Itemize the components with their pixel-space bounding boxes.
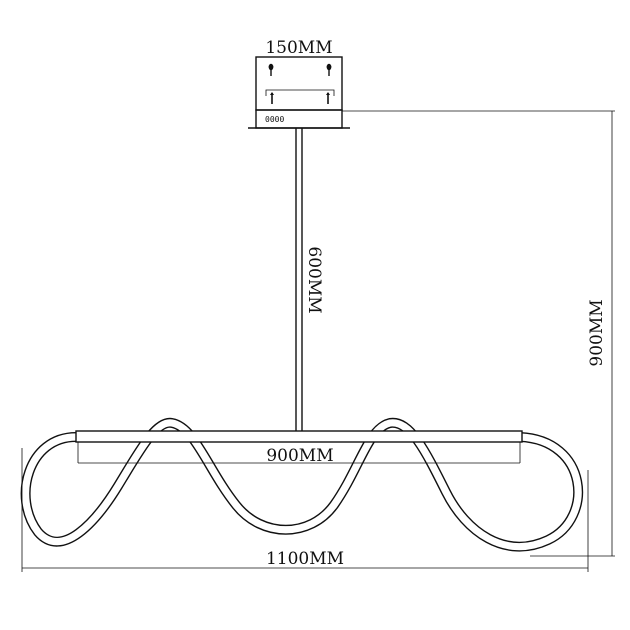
screw-icon <box>326 92 330 104</box>
horizontal-bar <box>75 428 523 464</box>
bar-length-label: 900MM <box>266 446 333 466</box>
total-width-label: 1100MM <box>266 549 344 569</box>
terminal-block-label: 0000 <box>265 115 284 124</box>
mounting-bracket <box>265 89 335 96</box>
wavy-light-tube <box>20 417 584 552</box>
height-dimension <box>342 110 615 557</box>
suspension-rod <box>295 128 303 428</box>
width-dimension <box>21 448 589 572</box>
canopy-width-label: 150MM <box>265 38 332 58</box>
rod-length-label: 600MM <box>304 246 324 313</box>
total-height-label: 900MM <box>587 299 607 366</box>
screw-icon <box>326 63 332 76</box>
screw-icon <box>270 92 274 104</box>
screw-icon <box>268 63 274 76</box>
canopy: 0000 <box>248 56 350 129</box>
